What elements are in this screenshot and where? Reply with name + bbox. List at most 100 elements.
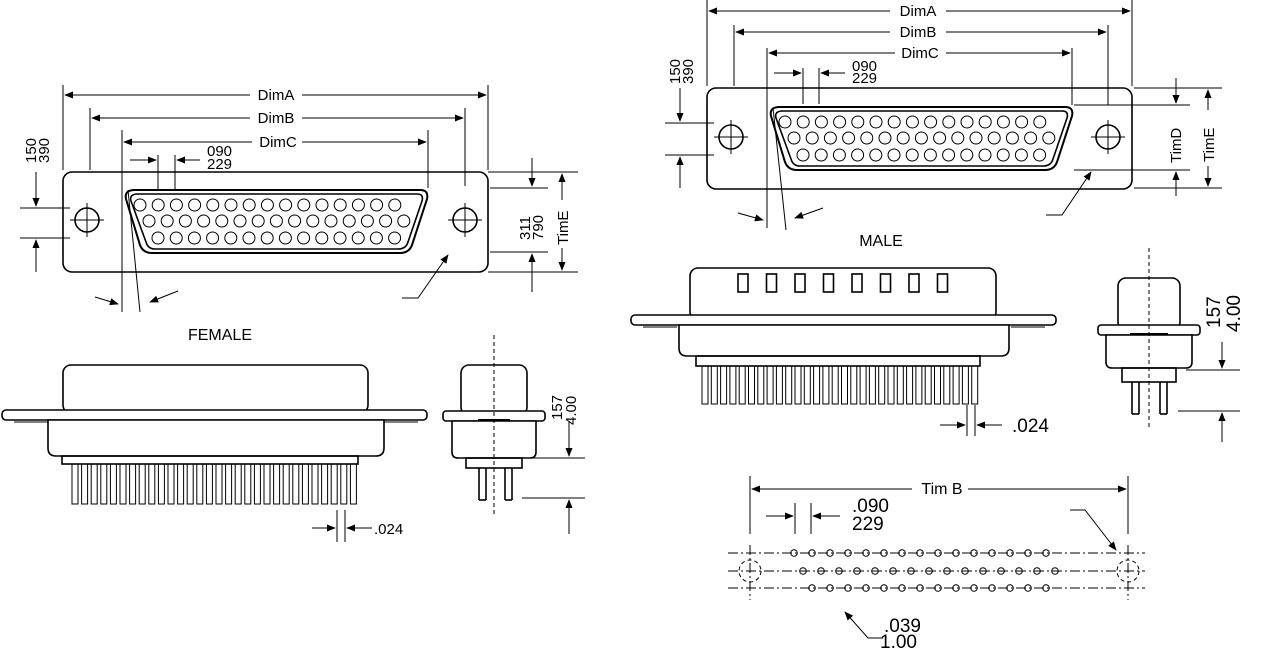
pcb-hole-bottom-label: 1.00 [880,632,917,650]
female-solder-pin [138,463,146,505]
female-tim-e-label: TimE [555,211,572,245]
female-solder-pin [311,463,319,505]
female-solder-pin [282,463,290,505]
pcb-hole [835,567,843,575]
male-title: MALE [859,233,903,250]
female-contact-hole [188,198,202,212]
male-solder-pin [878,365,886,405]
male-contact-slot [936,273,949,293]
female-end-view [442,335,585,534]
male-solder-pin [906,365,914,405]
female-contact-hole [369,231,383,245]
pcb-hole [790,549,798,557]
female-contact-hole [242,231,256,245]
female-contact-hole [178,214,192,228]
pcb-hole [952,584,960,592]
female-solder-pin [330,463,338,505]
female-contact-hole [151,198,165,212]
male-contact-pin [896,131,910,145]
pcb-hole [880,584,888,592]
pcb-hole [934,549,942,557]
pcb-hole [898,584,906,592]
female-solder-pin [148,463,156,505]
female-height-bottom-label: 790 [530,215,547,240]
female-contact-hole [388,198,402,212]
pcb-hole [844,549,852,557]
male-contact-pin [796,148,810,162]
pcb-hole [988,549,996,557]
female-side-top-label: 157 [549,395,566,420]
female-contact-hole [251,214,265,228]
male-contact-pin [860,131,874,145]
female-contact-hole [187,231,201,245]
female-contact-hole [315,231,329,245]
male-contact-pin [1033,148,1047,162]
pcb-pitch-bottom-label: 229 [852,514,884,535]
female-height-top-label: 311 [517,216,534,240]
pcb-pitch-top-label: .090 [852,496,889,517]
female-solder-pin [234,463,242,505]
male-contact-pin [1015,115,1029,129]
male-contact-pin [851,115,865,129]
male-contact-pin [1042,131,1056,145]
female-contact-hole [224,198,238,212]
female-contact-hole [133,198,147,212]
female-solder-pin [215,463,223,505]
male-contact-slot [908,273,920,293]
male-contact-pin [960,148,974,162]
female-solder-pin [90,463,98,505]
female-contact-hole [260,231,274,245]
male-pin-thickness-label: .024 [1012,416,1049,437]
female-contact-hole [397,214,411,228]
pcb-hole [1006,584,1014,592]
pcb-hole [1006,549,1014,557]
male-solder-pin [710,365,718,405]
female-solder-pin [244,463,252,505]
female-solder-pin [253,463,261,505]
pcb-hole [943,567,951,575]
female-contact-hole [388,231,402,245]
male-contact-slot [851,273,863,293]
male-contact-pin [914,131,928,145]
female-solder-pin [81,463,89,505]
female-contact-hole [278,231,292,245]
female-flange-bottom-label: 390 [36,138,53,163]
female-contact-hole [206,198,220,212]
male-tim-d-label: TimD [1168,128,1185,163]
male-contact-pin [951,131,965,145]
male-contact-pin [978,115,992,129]
male-contact-slot [822,273,835,293]
pcb-hole [925,567,933,575]
pcb-hole [1051,567,1059,575]
female-dim-b-label: DimB [258,110,295,127]
female-dim-a-label: DimA [258,87,295,104]
male-solder-pin [943,365,951,405]
female-contact-hole [169,231,183,245]
female-contact-hole [206,231,220,245]
male-pitch-bottom-label: 229 [852,70,877,87]
pcb-hole-top-label: .039 [884,616,921,637]
male-dim-a-label: DimA [900,3,937,20]
female-solder-pin [273,463,281,505]
pcb-hole [934,584,942,592]
male-dim-b-label: DimB [900,24,937,41]
pcb-hole [970,549,978,557]
pcb-hole [889,567,897,575]
pcb-hole [916,549,924,557]
male-contact-pin [905,115,919,129]
pcb-hole [1024,549,1032,557]
male-contact-pin [987,131,1001,145]
pcb-hole [871,567,879,575]
female-solder-pin [109,463,117,505]
male-contact-pin [796,115,810,129]
pcb-hole [1042,584,1050,592]
pcb-hole [988,584,996,592]
male-side-view [630,267,1057,436]
male-contact-slot [765,273,778,293]
female-contact-hole [315,198,329,212]
male-solder-pin [720,365,728,405]
pcb-hole [979,567,987,575]
male-contact-pin [978,148,992,162]
female-contact-hole [160,214,174,228]
